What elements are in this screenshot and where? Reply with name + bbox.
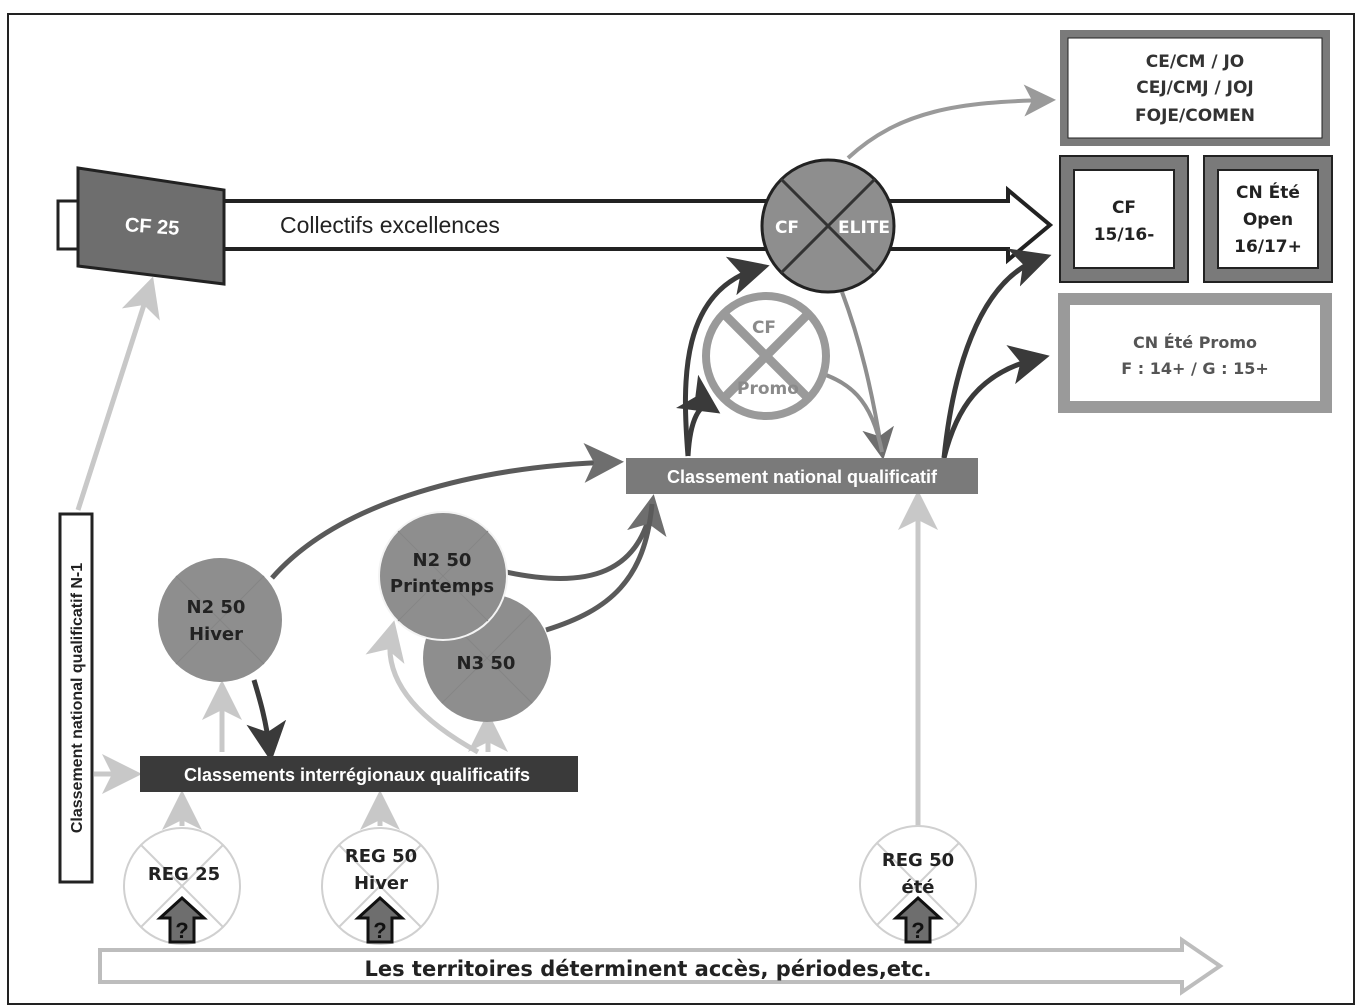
international-line-2: CEJ/CMJ / JOJ	[1136, 78, 1254, 98]
collectifs-label: Collectifs excellences	[280, 212, 500, 238]
cf-jeunes-line-2: 15/16-	[1094, 225, 1155, 245]
reg25-question-icon: ?	[175, 918, 188, 943]
n2-hiver-line-2: Hiver	[189, 624, 243, 645]
n2-printemps-circle: N2 50 Printemps	[378, 511, 508, 641]
elite-left-label: CF	[775, 218, 799, 238]
national-ranking-n1-label: Classement national qualificatif N-1	[69, 563, 86, 833]
territoires-arrow: Les territoires déterminent accès, pério…	[98, 936, 1224, 996]
international-line-1: CE/CM / JO	[1146, 52, 1245, 72]
reg25-label: REG 25	[148, 864, 220, 885]
cn-ete-open-line-2: Open	[1243, 210, 1293, 230]
national-ranking-label: Classement national qualificatif	[667, 467, 938, 487]
n2-hiver-line-1: N2 50	[187, 597, 246, 618]
n2-printemps-line-1: N2 50	[413, 550, 472, 571]
reg50-ete-line-1: REG 50	[882, 850, 954, 871]
reg50-hiver-line-2: Hiver	[354, 873, 408, 894]
cn-ete-promo-box: CN Été Promo F : 14+ / G : 15+	[1058, 293, 1332, 413]
elite-right-label: ELITE	[838, 218, 890, 238]
reg50-ete-question-icon: ?	[911, 918, 924, 943]
reg50-hiver-line-1: REG 50	[345, 846, 417, 867]
territoires-label: Les territoires déterminent accès, pério…	[365, 957, 932, 981]
interregional-ranking-bar: Classements interrégionaux qualificatifs	[140, 756, 578, 792]
national-ranking-bar: Classement national qualificatif	[626, 458, 978, 494]
cn-ete-open-line-1: CN Été	[1236, 181, 1300, 203]
cn-ete-open-line-3: 16/17+	[1234, 237, 1302, 257]
n2-hiver-circle: N2 50 Hiver	[158, 558, 282, 682]
n2-printemps-line-2: Printemps	[390, 576, 494, 597]
cf-elite-circle: CF ELITE	[760, 158, 896, 294]
cn-ete-open-box: CN Été Open 16/17+	[1203, 155, 1333, 283]
reg50-hiver-circle: REG 50 Hiver ?	[321, 827, 439, 945]
reg50-hiver-question-icon: ?	[373, 918, 386, 943]
international-competitions-box: CE/CM / JO CEJ/CMJ / JOJ FOJE/COMEN	[1060, 30, 1330, 146]
national-ranking-n1-box: Classement national qualificatif N-1	[58, 512, 94, 884]
diagram-frame	[7, 13, 1355, 1005]
cf-jeunes-box: CF 15/16-	[1059, 155, 1189, 283]
cf-jeunes-line-1: CF	[1112, 198, 1136, 218]
n3-label: N3 50	[457, 653, 516, 674]
interregional-ranking-label: Classements interrégionaux qualificatifs	[184, 765, 530, 785]
international-line-3: FOJE/COMEN	[1135, 106, 1255, 126]
cn-ete-promo-line-1: CN Été Promo	[1133, 333, 1257, 352]
cf25-label: CF 25	[124, 214, 180, 240]
promo-top-label: CF	[752, 318, 776, 338]
cf-promo-circle: CF Promo	[702, 292, 830, 420]
reg25-circle: REG 25 ?	[123, 827, 241, 945]
promo-bottom-label: Promo	[737, 379, 799, 399]
cn-ete-promo-line-2: F : 14+ / G : 15+	[1121, 359, 1268, 378]
reg50-ete-line-2: été	[901, 877, 934, 898]
reg50-ete-circle: REG 50 été ?	[859, 825, 977, 944]
cf25-block: CF 25	[76, 166, 226, 286]
